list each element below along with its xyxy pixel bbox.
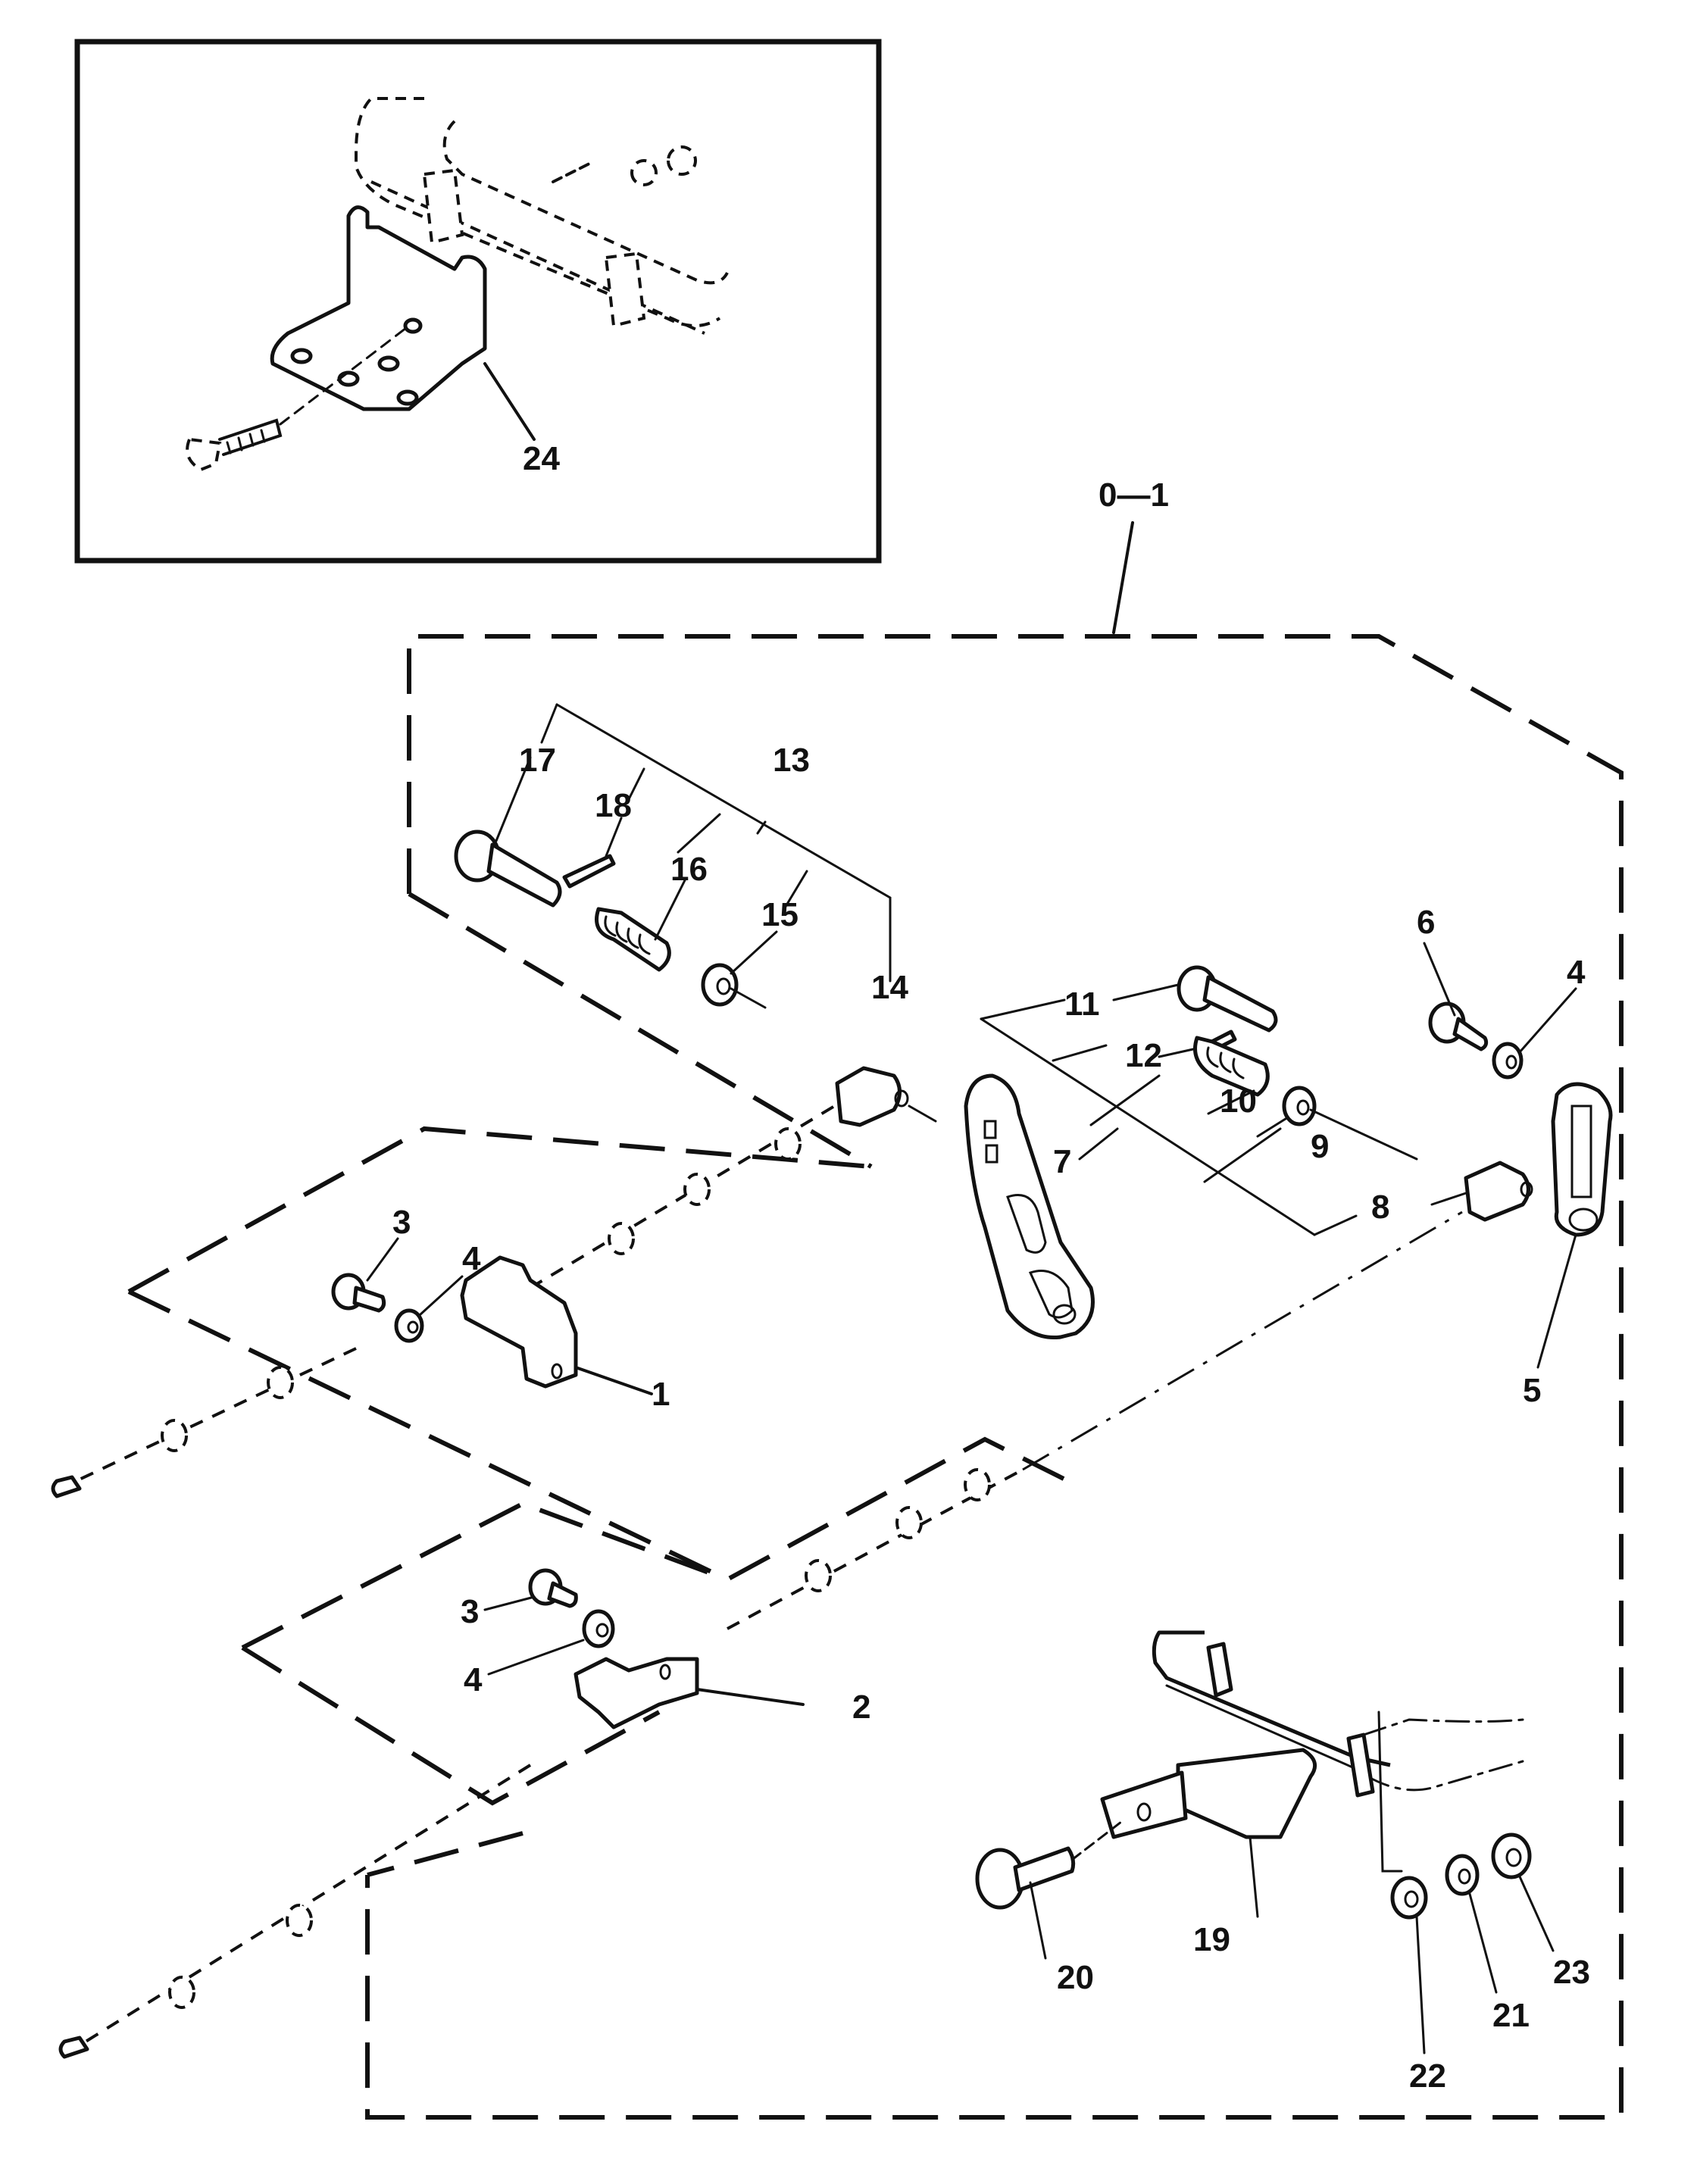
bolt-20 xyxy=(975,1820,1123,1960)
callout-14: 14 xyxy=(871,969,908,1006)
callouts: 1 2 3 3 4 4 4 5 6 7 8 9 10 11 12 13 14 1… xyxy=(392,742,1590,2095)
callout-24: 24 xyxy=(523,440,560,477)
outline-diag-upper xyxy=(408,892,873,1169)
callout-22: 22 xyxy=(1409,2057,1446,2095)
callout-23: 23 xyxy=(1553,1954,1590,1991)
callout-8: 8 xyxy=(1371,1189,1389,1226)
washer-15 xyxy=(701,930,778,1009)
inset-panel: 24 xyxy=(74,39,882,564)
callout-21: 21 xyxy=(1492,1997,1530,2034)
bolt-6 xyxy=(1423,942,1489,1051)
suboutline-join xyxy=(367,1831,523,1877)
lever-5 xyxy=(1536,1082,1613,1369)
suboutline-lower xyxy=(241,1501,729,1650)
washer-4c xyxy=(1492,987,1577,1080)
leader-24 xyxy=(483,362,536,441)
leader-assembly xyxy=(1112,521,1134,634)
group-13-assembly xyxy=(454,703,937,1127)
callout-20: 20 xyxy=(1057,1959,1094,1996)
bolt-3b xyxy=(483,1568,578,1611)
yoke-8 xyxy=(1430,1161,1533,1222)
cotter-pin-18 xyxy=(562,817,623,889)
washer-4a xyxy=(394,1275,464,1343)
suboutline-upper xyxy=(127,1126,872,1294)
callout-17: 17 xyxy=(519,742,556,779)
callout-10: 10 xyxy=(1220,1083,1257,1120)
callout-3b: 3 xyxy=(461,1593,479,1630)
inset-frame xyxy=(74,39,882,564)
assembly-label: 0—1 xyxy=(1099,476,1169,514)
callout-7: 7 xyxy=(1053,1143,1071,1180)
washer-4b xyxy=(487,1609,615,1676)
assembly-outline xyxy=(365,634,1624,2120)
callout-3a: 3 xyxy=(392,1204,411,1241)
bracket-line-13 xyxy=(555,703,892,983)
bolt-3a xyxy=(331,1237,399,1313)
callout-18: 18 xyxy=(595,787,632,824)
pin-17 xyxy=(454,756,562,908)
washer-9 xyxy=(1256,1086,1418,1161)
suboutline-middle xyxy=(127,1289,1070,1583)
callout-2: 2 xyxy=(852,1689,870,1726)
callout-15: 15 xyxy=(761,896,798,933)
nut-23 xyxy=(1491,1832,1555,1952)
callout-5: 5 xyxy=(1523,1372,1541,1409)
pin-11 xyxy=(1112,965,1278,1033)
inset-bracket xyxy=(270,205,487,411)
callout-11: 11 xyxy=(1064,986,1100,1023)
throttle-cable-upper xyxy=(51,1101,842,1498)
callout-6: 6 xyxy=(1417,904,1435,941)
callout-4a: 4 xyxy=(462,1240,481,1277)
callout-19: 19 xyxy=(1193,1921,1230,1958)
callout-4c: 4 xyxy=(1567,954,1586,991)
lockwasher-21 xyxy=(1445,1854,1498,1994)
yoke-14 xyxy=(835,1066,937,1127)
callout-1: 1 xyxy=(652,1376,670,1413)
bracket-19 xyxy=(1100,1748,1317,1918)
spring-10 xyxy=(1193,1036,1270,1115)
shift-cable-lower xyxy=(58,1211,1463,2059)
callout-4b: 4 xyxy=(464,1661,483,1698)
inset-rail xyxy=(355,97,729,335)
throttle-lever xyxy=(964,1073,1095,1340)
cable-anchor-2 xyxy=(573,1657,805,1729)
cable-anchor-1 xyxy=(460,1255,653,1395)
spring-16 xyxy=(595,877,687,972)
suboutline-lower2 xyxy=(241,1645,661,1806)
washer-22 xyxy=(1390,1876,1428,2054)
callout-12: 12 xyxy=(1125,1037,1162,1074)
inset-bolt xyxy=(186,324,411,472)
callout-13: 13 xyxy=(773,742,810,779)
callout-9: 9 xyxy=(1311,1128,1329,1165)
group-7-assembly xyxy=(980,942,1613,1369)
callout-16: 16 xyxy=(670,851,708,888)
lower-rail xyxy=(1152,1630,1524,1873)
